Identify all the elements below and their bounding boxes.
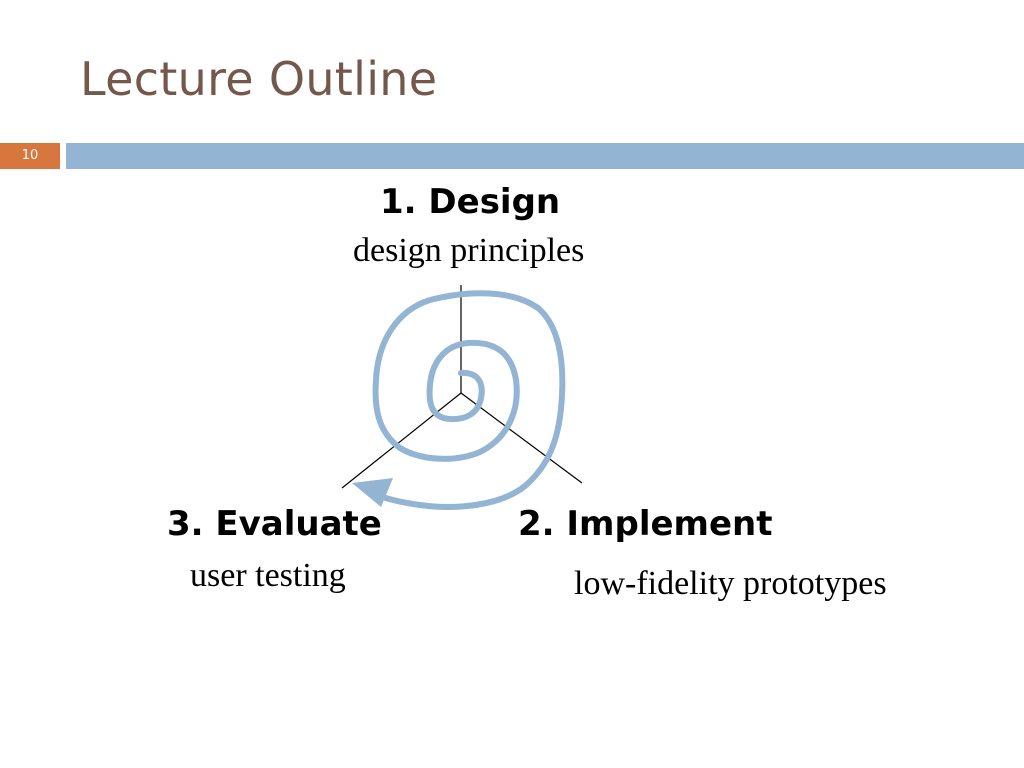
step-evaluate-title: 3. Evaluate xyxy=(167,504,382,544)
step-design-subtitle: design principles xyxy=(353,232,585,269)
step-implement-title: 2. Implement xyxy=(518,504,773,544)
spiral-path xyxy=(371,290,566,510)
step-implement-subtitle: low-fidelity prototypes xyxy=(574,565,887,602)
slide-number-badge: 10 xyxy=(0,143,60,169)
slide-title: Lecture Outline xyxy=(80,52,438,106)
axis-line-evaluate xyxy=(341,392,462,489)
axis-line-implement xyxy=(460,392,583,484)
header-bar xyxy=(66,143,1024,169)
step-design-title: 1. Design xyxy=(380,182,561,222)
step-evaluate-subtitle: user testing xyxy=(190,557,346,594)
spiral-arrowhead xyxy=(352,478,393,507)
